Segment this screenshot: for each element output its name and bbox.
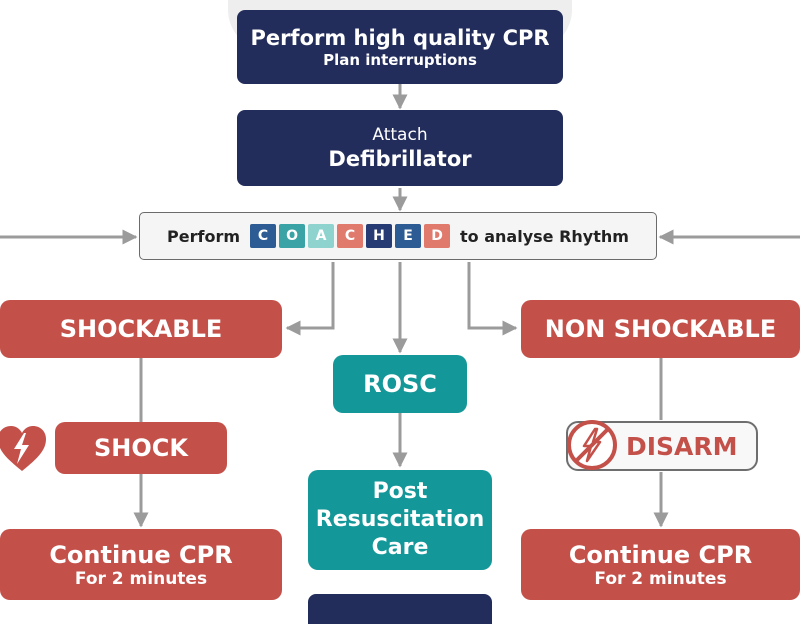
- shockable-label: SHOCKABLE: [59, 315, 223, 343]
- continue-left-subtitle: For 2 minutes: [74, 569, 208, 589]
- acronym-letter: A: [308, 224, 335, 248]
- non-shockable-box: NON SHOCKABLE: [521, 300, 800, 358]
- coached-acronym: C O A C H E D: [250, 224, 451, 248]
- acronym-letter: C: [337, 224, 364, 248]
- shock-label: SHOCK: [94, 434, 188, 462]
- shockable-box: SHOCKABLE: [0, 300, 282, 358]
- rosc-box: ROSC: [333, 355, 467, 413]
- continue-right-title: Continue CPR: [568, 541, 753, 569]
- continue-right-subtitle: For 2 minutes: [594, 569, 727, 589]
- attach-line1: Attach: [372, 125, 428, 145]
- acronym-letter: H: [366, 224, 393, 248]
- shock-box: SHOCK: [55, 422, 227, 474]
- cpr-subtitle: Plan interruptions: [323, 50, 477, 69]
- arrow-to-shockable: [285, 262, 335, 336]
- analyse-suffix: to analyse Rhythm: [460, 226, 629, 246]
- acronym-letter: O: [279, 224, 306, 248]
- post-care-label: Post Resuscitation Care: [315, 479, 485, 560]
- acronym-letter: D: [424, 224, 451, 248]
- acronym-letter: E: [395, 224, 422, 248]
- analyse-prefix: Perform: [167, 226, 241, 246]
- attach-defibrillator-box: Attach Defibrillator: [237, 110, 563, 186]
- cpr-box: Perform high quality CPR Plan interrupti…: [237, 10, 563, 84]
- acronym-letter: C: [250, 224, 277, 248]
- continue-cpr-left-box: Continue CPR For 2 minutes: [0, 529, 282, 600]
- analyse-rhythm-bar: Perform C O A C H E D to analyse Rhythm: [139, 212, 657, 260]
- disarm-label: DISARM: [626, 432, 738, 461]
- rosc-label: ROSC: [363, 370, 437, 398]
- attach-line2: Defibrillator: [328, 147, 472, 171]
- bottom-partial-box: [308, 594, 492, 624]
- connector-lines: [0, 84, 800, 528]
- post-care-box: Post Resuscitation Care: [308, 470, 492, 570]
- non-shockable-label: NON SHOCKABLE: [544, 315, 777, 343]
- continue-cpr-right-box: Continue CPR For 2 minutes: [521, 529, 800, 600]
- arrow-to-non-shockable: [467, 262, 518, 336]
- lightning-no-icon: [567, 420, 617, 470]
- cpr-title: Perform high quality CPR: [250, 25, 550, 50]
- heart-lightning-icon: [0, 426, 46, 471]
- continue-left-title: Continue CPR: [49, 541, 233, 569]
